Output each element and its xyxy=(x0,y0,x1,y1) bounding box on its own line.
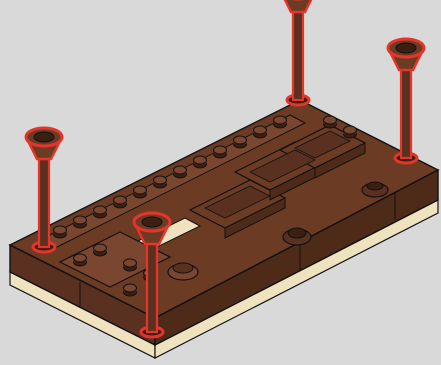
lego-assembly-illustration xyxy=(0,0,441,365)
lego-instruction-scene xyxy=(0,0,441,365)
